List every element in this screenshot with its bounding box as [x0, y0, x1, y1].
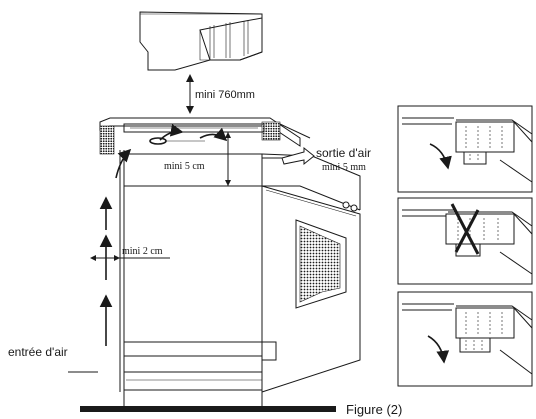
worktop [99, 117, 311, 155]
label-mini-2cm: mini 2 cm [122, 246, 163, 257]
detail-panel-middle [397, 197, 533, 285]
detail-panel-bottom [397, 291, 533, 387]
label-sortie-dair: sortie d'air [316, 146, 371, 160]
label-mini-5mm: mini 5 mm [322, 162, 366, 173]
label-entree-dair: entrée d'air [8, 345, 68, 359]
label-mini-5cm: mini 5 cm [164, 161, 205, 172]
dimension-5cm [210, 132, 246, 186]
airflow-arrows-top [115, 123, 228, 179]
figure-caption: Figure (2) [346, 402, 402, 417]
dimension-760mm [186, 74, 194, 114]
upper-cabinet [139, 11, 263, 71]
floor [80, 406, 336, 412]
label-mini-760mm: mini 760mm [195, 89, 255, 101]
worktop-insulation-right [261, 121, 281, 141]
air-outlet-arrow [262, 146, 315, 166]
oven-cabinet [80, 150, 361, 412]
worktop-insulation-left [99, 125, 115, 155]
dimension-2cm [90, 255, 170, 261]
hob [123, 123, 265, 145]
detail-panel-top [397, 105, 533, 193]
